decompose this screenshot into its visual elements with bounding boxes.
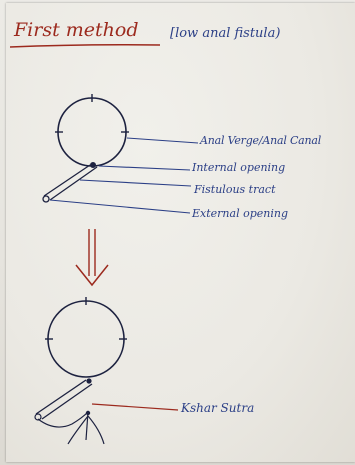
label-kshar-sutra: Kshar Sutra	[181, 402, 254, 414]
internal-opening-mark	[90, 162, 96, 168]
sutra-internal-knot	[86, 378, 91, 383]
sutra-thread-tail-right	[88, 416, 104, 444]
leader-anal-verge	[127, 138, 198, 143]
leader-internal-opening	[99, 166, 190, 170]
kshar-sutra-tract-1	[36, 380, 86, 414]
external-opening-mark	[43, 196, 49, 202]
anal-canal-circle-bottom	[48, 301, 124, 377]
arrow-head	[76, 265, 108, 285]
kshar-sutra-tract-2	[42, 384, 92, 419]
label-external-opening: External opening	[192, 208, 288, 219]
sutra-thread-loop	[38, 412, 88, 427]
label-fistulous-tract: Fistulous tract	[194, 184, 276, 195]
label-internal-opening: Internal opening	[192, 162, 285, 173]
leader-fistulous-tract	[80, 180, 191, 186]
sutra-tie-knot	[86, 411, 90, 415]
leader-kshar-sutra	[92, 404, 178, 410]
heading-subtitle: [low anal fistula)	[170, 27, 280, 40]
heading-title: First method	[14, 21, 139, 40]
anal-canal-circle-top	[58, 98, 126, 166]
heading-underline	[10, 45, 160, 47]
fistulous-tract-line-2	[50, 167, 97, 200]
leader-external-opening	[50, 200, 190, 213]
label-anal-verge: Anal Verge/Anal Canal	[200, 135, 321, 146]
